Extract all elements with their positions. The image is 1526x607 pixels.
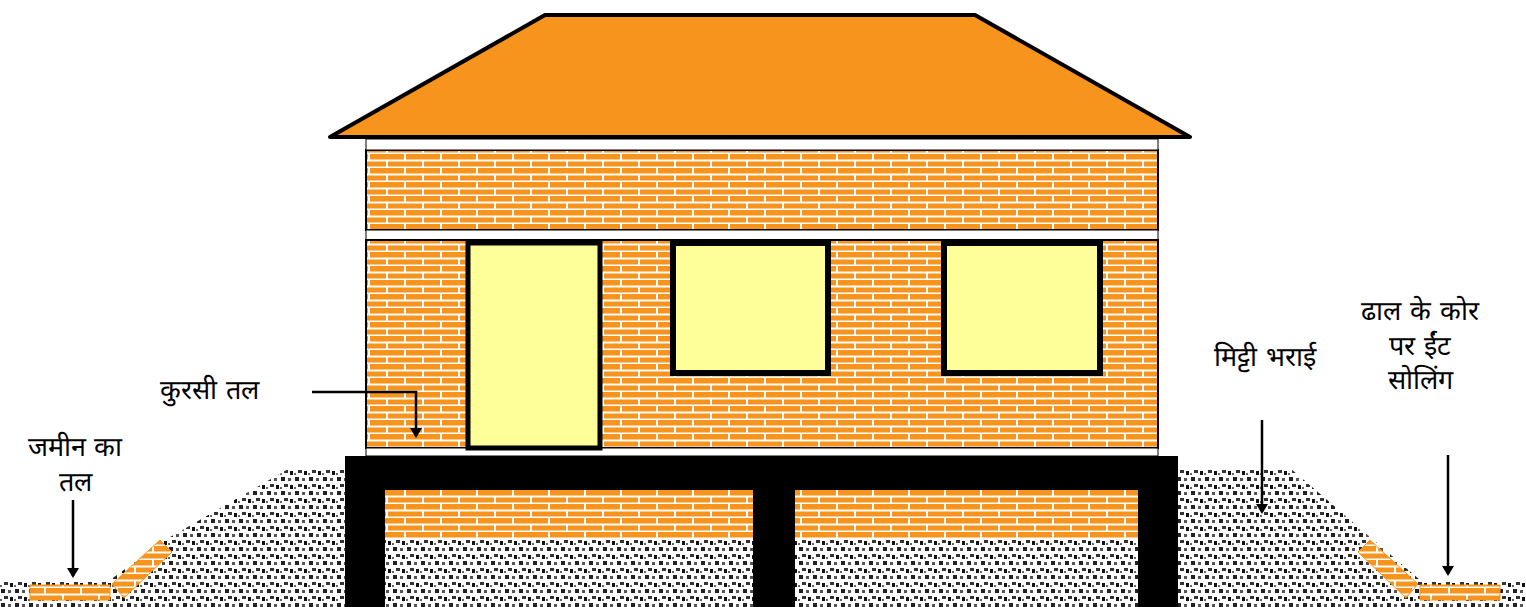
brick-soling — [1420, 585, 1500, 600]
leader-arrow — [312, 392, 416, 436]
lintel-band — [366, 230, 1158, 240]
brick-soling — [1358, 540, 1418, 598]
leader-arrow — [1447, 455, 1450, 574]
roof — [330, 15, 1190, 137]
window — [673, 243, 828, 373]
window — [944, 243, 1100, 373]
column — [753, 456, 795, 607]
ground-level-label: जमीन का तल — [18, 430, 132, 499]
lower-wall — [366, 240, 1158, 448]
leader-arrow — [1261, 420, 1264, 512]
brick-soling — [30, 585, 110, 600]
plinth-level-label: कुरसी तल — [158, 373, 261, 408]
brick-soling — [112, 540, 172, 598]
column — [345, 456, 385, 607]
leader-arrow — [72, 500, 75, 576]
door — [468, 243, 600, 448]
earth-fill — [1178, 468, 1526, 607]
upper-wall — [366, 150, 1158, 230]
eave-band — [366, 139, 1158, 150]
brick-soling-label: ढाल के कोर पर ईंट सोलिंग — [1358, 294, 1482, 398]
column — [1138, 456, 1178, 607]
earth-fill-label: मिट्टी भराई — [1208, 340, 1322, 375]
